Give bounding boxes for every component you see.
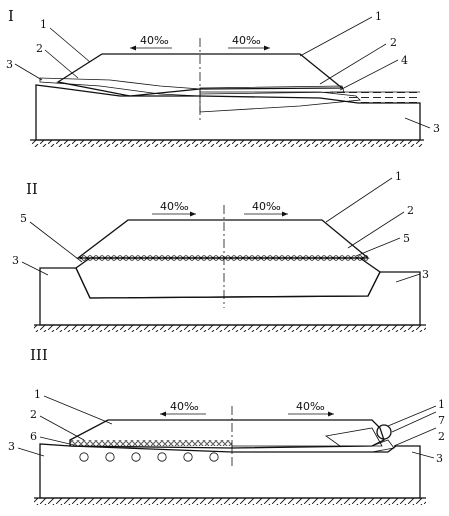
panel-ii-label-2-right: 2 xyxy=(407,204,414,217)
panel-ii-leaders xyxy=(21,177,421,283)
panel-i-peat-layer xyxy=(199,91,361,113)
panel-iii-label-3-left: 3 xyxy=(8,440,15,453)
panel-ii-slope-right-label: 40‰ xyxy=(252,200,281,213)
panel-iii-embankment xyxy=(69,419,385,449)
panel-iii-label-3-right: 3 xyxy=(436,452,443,465)
panel-i-slope-right-label: 40‰ xyxy=(232,34,261,47)
pipe-2 xyxy=(105,452,115,462)
panel-iii-label-2-right: 2 xyxy=(438,430,445,443)
panel-iii-slope-left-label: 40‰ xyxy=(170,400,199,413)
panel-ii-slope-left: 40‰ xyxy=(152,200,196,217)
panel-iii-label-1-left: 1 xyxy=(34,388,41,401)
panel-ii-label-3-right: 3 xyxy=(422,268,429,281)
pipe-5 xyxy=(183,452,193,462)
pipe-1 xyxy=(79,452,89,462)
panel-ii-embankment xyxy=(76,219,370,259)
panel-i-label-1-right: 1 xyxy=(375,10,382,23)
panel-iii-label-7-right: 7 xyxy=(438,414,445,427)
panel-i-slope-left-label: 40‰ xyxy=(140,34,169,47)
panel-iii-label-1-right: 1 xyxy=(438,398,445,411)
panel-ii-slope-right: 40‰ xyxy=(244,200,288,217)
panel-iii: III 40‰ xyxy=(8,346,445,505)
panel-ii-natural-soil xyxy=(34,267,426,332)
panel-i-slope-right: 40‰ xyxy=(228,34,270,51)
panel-iii-label-2-left: 2 xyxy=(30,408,37,421)
pipe-6 xyxy=(209,452,219,462)
panel-i-leaders xyxy=(14,16,431,129)
panel-i-label-4-right: 4 xyxy=(401,54,408,67)
panel-iii-slope-right-label: 40‰ xyxy=(296,400,325,413)
pipe-3 xyxy=(131,452,141,462)
panel-ii-label-1-right: 1 xyxy=(395,170,402,183)
panel-ii-roman-numeral: II xyxy=(26,180,38,198)
panel-iii-slope-right: 40‰ xyxy=(288,400,334,417)
panel-ii-label-3-left: 3 xyxy=(12,254,19,267)
panel-ii-label-5-left: 5 xyxy=(20,212,27,225)
panel-ii-slope-left-label: 40‰ xyxy=(160,200,189,213)
panel-ii: II 40‰ 40‰ xyxy=(12,170,429,332)
panel-iii-edge-drain xyxy=(376,424,392,440)
panel-i-label-3-left: 3 xyxy=(6,58,13,71)
panel-i-label-2-left: 2 xyxy=(36,42,43,55)
panel-i-label-2-right: 2 xyxy=(390,36,397,49)
pipe-4 xyxy=(157,452,167,462)
panel-i-embankment xyxy=(56,53,344,97)
panel-iii-slope-left: 40‰ xyxy=(160,400,206,417)
panel-i-natural-soil xyxy=(30,84,424,147)
panel-i: I 40‰ 40‰ xyxy=(6,7,440,147)
panel-iii-label-6-left: 6 xyxy=(30,430,37,443)
panel-iii-crossed-fill xyxy=(324,427,383,447)
panel-i-water-surface xyxy=(330,91,420,103)
panel-iii-natural-soil xyxy=(34,443,426,505)
panel-ii-crossed-fill xyxy=(75,257,381,299)
panel-iii-roman-numeral: III xyxy=(30,346,48,364)
panel-ii-label-5-right: 5 xyxy=(403,232,410,245)
panel-iii-leaders xyxy=(17,395,437,459)
panel-iii-pipes xyxy=(79,452,219,462)
panel-i-label-3-right: 3 xyxy=(433,122,440,135)
panel-i-roman-numeral: I xyxy=(8,7,14,25)
panel-i-label-1-left: 1 xyxy=(40,18,47,31)
panel-i-slope-left: 40‰ xyxy=(130,34,172,51)
